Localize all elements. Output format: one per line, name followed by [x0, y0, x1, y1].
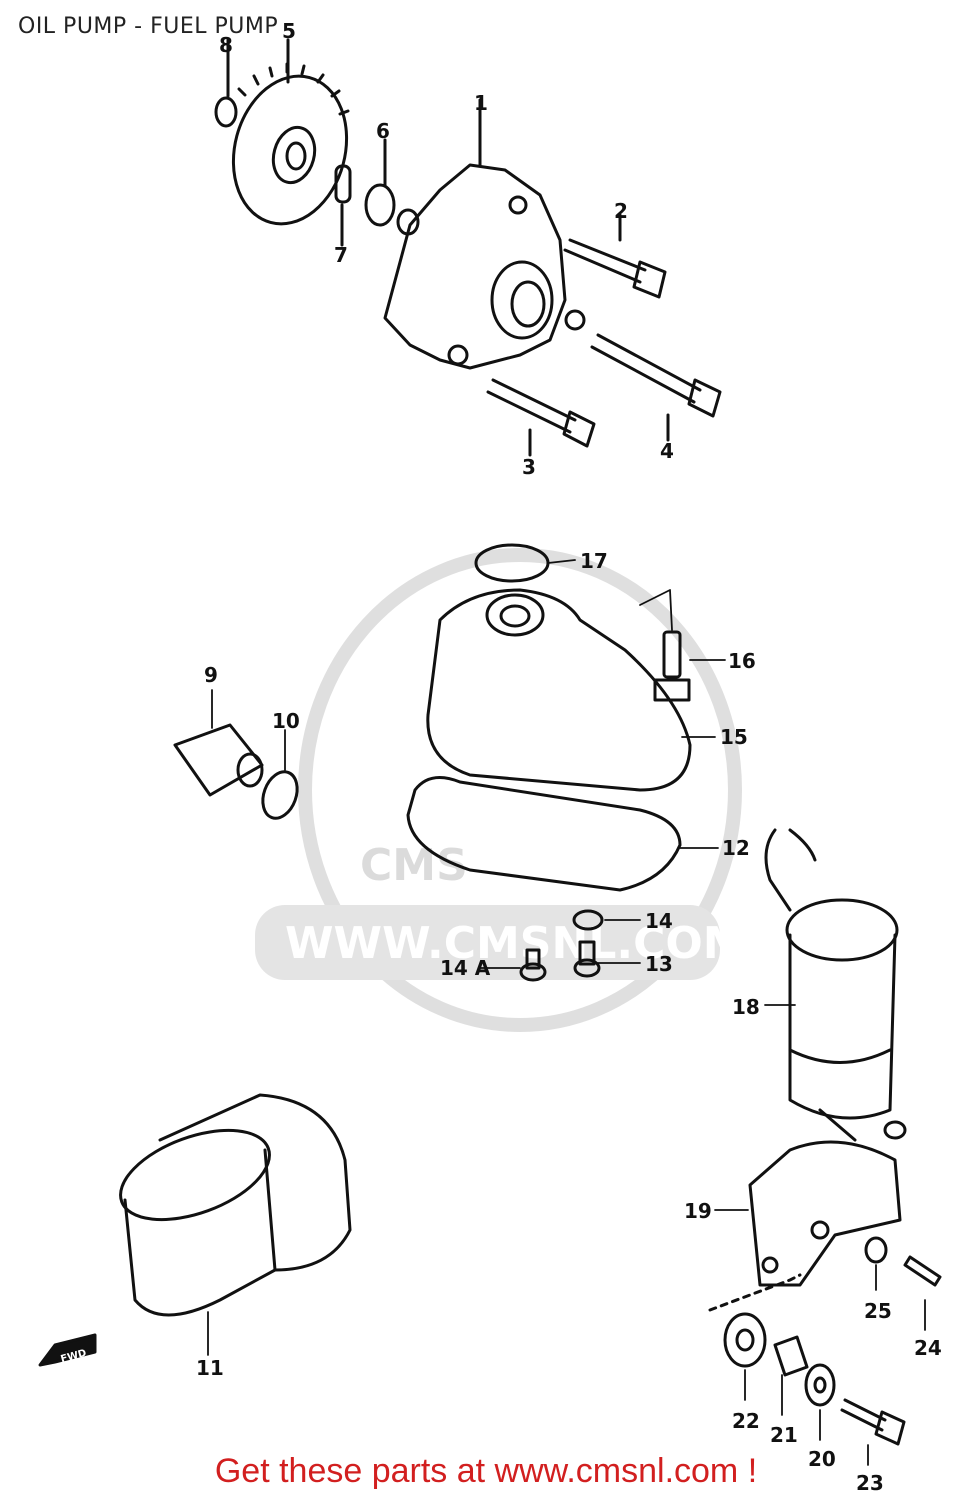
oil-filter — [119, 1093, 352, 1317]
watermark: CMS WWW.CMSNL.COM — [255, 548, 747, 1032]
bolt-24 — [903, 1255, 942, 1287]
bolt-3 — [486, 378, 596, 448]
callout-23: 23 — [856, 1471, 884, 1495]
gasket — [406, 776, 682, 892]
washer-25 — [864, 1236, 888, 1264]
callout-14a: 14 A — [440, 956, 491, 980]
callout-15: 15 — [720, 725, 748, 749]
callout-8: 8 — [219, 33, 233, 57]
callout-5: 5 — [282, 19, 296, 43]
grommet-22 — [723, 1312, 767, 1368]
callout-18: 18 — [732, 995, 760, 1019]
bolt-16 — [653, 630, 691, 702]
callout-7: 7 — [334, 243, 348, 267]
washer-20 — [804, 1363, 836, 1407]
callout-2: 2 — [614, 199, 628, 223]
callout-3: 3 — [522, 455, 536, 479]
washer-14 — [572, 909, 604, 931]
circlip — [214, 96, 238, 128]
fwd-arrow-icon — [38, 1333, 97, 1367]
callout-24: 24 — [914, 1336, 942, 1360]
collar-21 — [773, 1335, 809, 1377]
fuel-pump-bracket — [748, 1140, 902, 1287]
callout-14: 14 — [645, 909, 673, 933]
callout-22: 22 — [732, 1409, 760, 1433]
callout-19: 19 — [684, 1199, 712, 1223]
callout-16: 16 — [728, 649, 756, 673]
screw-14a — [519, 948, 547, 982]
callout-4: 4 — [660, 439, 674, 463]
callout-1: 1 — [474, 91, 488, 115]
callout-11: 11 — [196, 1356, 224, 1380]
watermark-logo: CMS — [360, 840, 468, 891]
callout-13: 13 — [645, 952, 673, 976]
page-title: OIL PUMP - FUEL PUMP — [18, 14, 279, 39]
callout-labels: 8 5 6 1 7 2 3 4 17 16 15 12 14 13 14 A 9… — [60, 19, 942, 1495]
callout-21: 21 — [770, 1423, 798, 1447]
callout-25: 25 — [864, 1299, 892, 1323]
seal-10 — [261, 770, 299, 820]
callout-12: 12 — [722, 836, 750, 860]
callout-20: 20 — [808, 1447, 836, 1471]
bolt-2 — [563, 238, 667, 299]
callout-17: 17 — [580, 549, 608, 573]
fuel-pump — [764, 828, 907, 1142]
bolt-23 — [840, 1398, 906, 1446]
callout-10: 10 — [272, 709, 300, 733]
watermark-url: WWW.CMSNL.COM — [285, 918, 747, 969]
footer-link[interactable]: Get these parts at www.cmsnl.com ! — [214, 1452, 758, 1490]
callout-6: 6 — [376, 119, 390, 143]
dowel-pin — [334, 164, 352, 204]
plug-9 — [173, 723, 264, 797]
bolt-4 — [590, 333, 722, 418]
callout-9: 9 — [204, 663, 218, 687]
o-ring-6 — [364, 183, 396, 227]
screw-13 — [573, 940, 601, 978]
oil-pump-body — [383, 163, 586, 370]
oil-strainer-cover — [426, 588, 692, 792]
